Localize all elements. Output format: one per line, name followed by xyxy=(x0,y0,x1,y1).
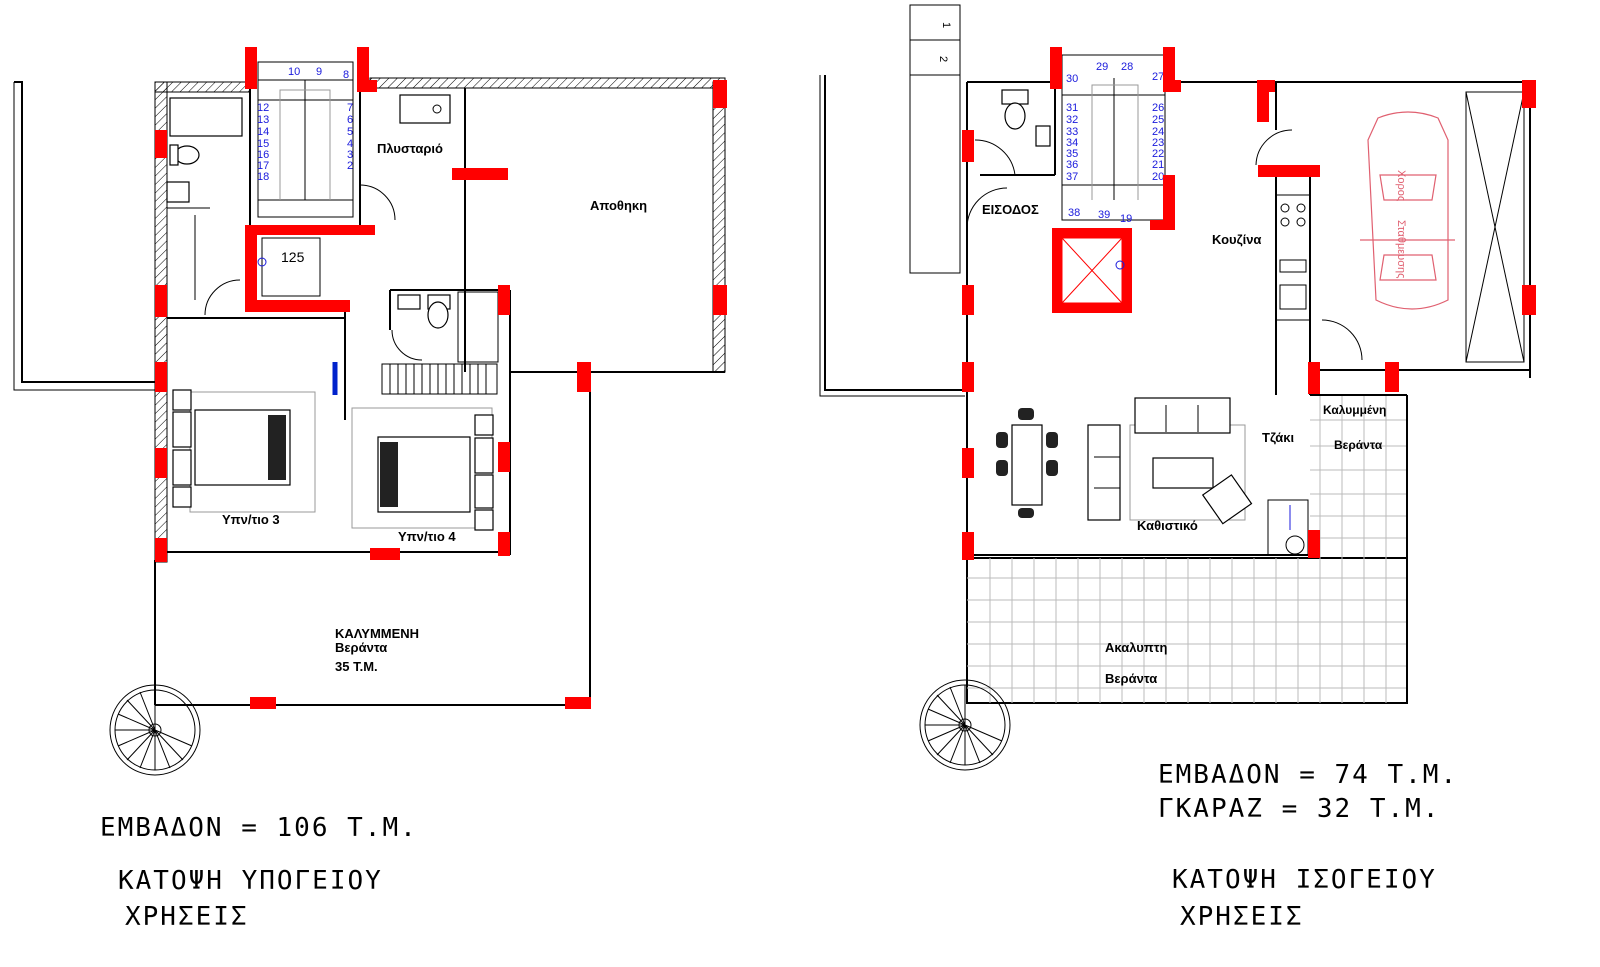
svg-text:4: 4 xyxy=(347,138,353,150)
svg-text:21: 21 xyxy=(1152,159,1164,171)
veranda-label-2: Βεράντα xyxy=(335,640,387,655)
ground-area: ΕΜΒΑΔΟΝ = 74 Τ.Μ. xyxy=(1158,760,1458,790)
svg-text:27: 27 xyxy=(1152,71,1164,83)
svg-text:7: 7 xyxy=(347,102,353,114)
lift-shaft xyxy=(261,237,321,297)
garage-car xyxy=(1360,111,1455,310)
dining-table xyxy=(996,408,1058,518)
svg-text:22: 22 xyxy=(1152,148,1164,160)
svg-text:31: 31 xyxy=(1066,102,1078,114)
basement-columns xyxy=(155,47,727,709)
svg-text:18: 18 xyxy=(257,171,269,183)
ground-plan: 1 2 Χορος Σταθμευσης xyxy=(819,4,1536,932)
kitchen-counter xyxy=(1275,194,1311,321)
svg-text:28: 28 xyxy=(1121,61,1133,73)
svg-text:32: 32 xyxy=(1066,114,1078,126)
svg-text:25: 25 xyxy=(1152,114,1164,126)
svg-text:17: 17 xyxy=(257,160,269,172)
ground-stair-numbers: 30 29 28 27 31 32 33 34 35 36 37 26 25 2… xyxy=(1066,61,1164,225)
svg-text:39: 39 xyxy=(1098,209,1110,221)
wash-basin xyxy=(166,181,190,203)
room-label-bedroom4: Υπν/τιο 4 xyxy=(398,529,456,544)
ground-spiral-stair xyxy=(919,679,1011,771)
svg-text:38: 38 xyxy=(1068,207,1080,219)
basement-stair-numbers: 10 9 8 12 13 14 15 16 17 18 7 6 5 4 3 2 xyxy=(257,66,353,183)
veranda-label-1: ΚΑΛΥΜΜΕΝΗ xyxy=(335,626,419,641)
svg-text:34: 34 xyxy=(1066,137,1078,149)
room-label-entrance: ΕΙΣΟΔΟΣ xyxy=(982,202,1039,217)
room-label-fireplace: Τζάκι xyxy=(1262,430,1294,445)
svg-text:3: 3 xyxy=(347,149,353,161)
room-label-apothiki: Αποθηκη xyxy=(590,198,647,213)
svg-text:9: 9 xyxy=(316,66,322,78)
ground-title: ΚΑΤΟΨΗ ΙΣΟΓΕΙΟΥ xyxy=(1172,865,1437,895)
room-label-kitchen: Κουζίνα xyxy=(1212,232,1261,247)
basement-plan: 10 9 8 12 13 14 15 16 17 18 7 6 5 4 3 2 xyxy=(13,47,727,932)
basement-staircase xyxy=(257,61,354,218)
ground-garage-area: ΓΚΑΡΑΖ = 32 Τ.Μ. xyxy=(1158,794,1440,824)
living-sofas xyxy=(1087,397,1253,525)
svg-text:12: 12 xyxy=(257,102,269,114)
ground-lift xyxy=(1052,228,1132,313)
basement-east-wall xyxy=(712,81,726,373)
veranda-label-3: 35 Τ.Μ. xyxy=(335,659,378,674)
room-label-living: Καθιστικό xyxy=(1137,518,1198,533)
svg-text:29: 29 xyxy=(1096,61,1108,73)
ground-toilet xyxy=(1004,102,1026,130)
shower xyxy=(457,291,499,363)
covered-veranda-label-1: Καλυμμένη xyxy=(1323,403,1386,417)
svg-text:14: 14 xyxy=(257,126,269,138)
open-veranda-label-1: Ακαλυπτη xyxy=(1105,640,1168,655)
svg-text:Χορος: Χορος xyxy=(1395,170,1407,201)
svg-text:6: 6 xyxy=(347,114,353,126)
svg-text:20: 20 xyxy=(1152,171,1164,183)
svg-text:30: 30 xyxy=(1066,73,1078,85)
svg-text:8: 8 xyxy=(343,69,349,81)
svg-text:125: 125 xyxy=(281,249,305,265)
svg-text:15: 15 xyxy=(257,138,269,150)
svg-text:19: 19 xyxy=(1120,213,1132,225)
garage-door xyxy=(1465,91,1525,363)
svg-text:23: 23 xyxy=(1152,137,1164,149)
svg-text:24: 24 xyxy=(1152,126,1164,138)
bathtub xyxy=(169,97,243,137)
ground-staircase xyxy=(1061,54,1166,221)
covered-veranda-label-2: Βεράντα xyxy=(1334,438,1383,452)
basement-subtitle: ΧΡΗΣΕΙΣ xyxy=(125,902,249,932)
svg-text:2: 2 xyxy=(347,160,353,172)
svg-text:33: 33 xyxy=(1066,126,1078,138)
basement-spiral-stair xyxy=(109,684,201,776)
svg-text:16: 16 xyxy=(257,149,269,161)
laundry-sink xyxy=(399,94,451,124)
open-veranda-tiles xyxy=(966,394,1408,704)
basement-north-wall xyxy=(369,77,726,89)
basement-area: ΕΜΒΑΔΟΝ = 106 Τ.Μ. xyxy=(100,813,418,843)
basement-steps xyxy=(381,363,498,395)
basement-title: ΚΑΤΟΨΗ ΥΠΟΓΕΙΟΥ xyxy=(118,866,383,896)
ground-subtitle: ΧΡΗΣΕΙΣ xyxy=(1180,902,1304,932)
svg-text:5: 5 xyxy=(347,126,353,138)
fireplace xyxy=(1267,499,1309,556)
ground-columns xyxy=(962,47,1536,560)
svg-text:10: 10 xyxy=(288,66,300,78)
svg-text:36: 36 xyxy=(1066,159,1078,171)
toilet xyxy=(174,145,200,165)
room-label-plastario: Πλυσταριό xyxy=(377,141,443,156)
room-label-bedroom3: Υπν/τιο 3 xyxy=(222,512,280,527)
bed-3 xyxy=(172,389,316,513)
svg-text:Σταθμευσης: Σταθμευσης xyxy=(1395,220,1407,278)
svg-text:1: 1 xyxy=(940,22,952,28)
svg-text:26: 26 xyxy=(1152,102,1164,114)
open-veranda-label-2: Βεράντα xyxy=(1105,671,1157,686)
svg-text:13: 13 xyxy=(257,114,269,126)
svg-text:35: 35 xyxy=(1066,148,1078,160)
svg-text:2: 2 xyxy=(937,56,949,62)
bed-4 xyxy=(351,407,494,531)
north-marker xyxy=(909,4,961,274)
svg-text:37: 37 xyxy=(1066,171,1078,183)
basement-terrace-edge xyxy=(14,81,160,383)
